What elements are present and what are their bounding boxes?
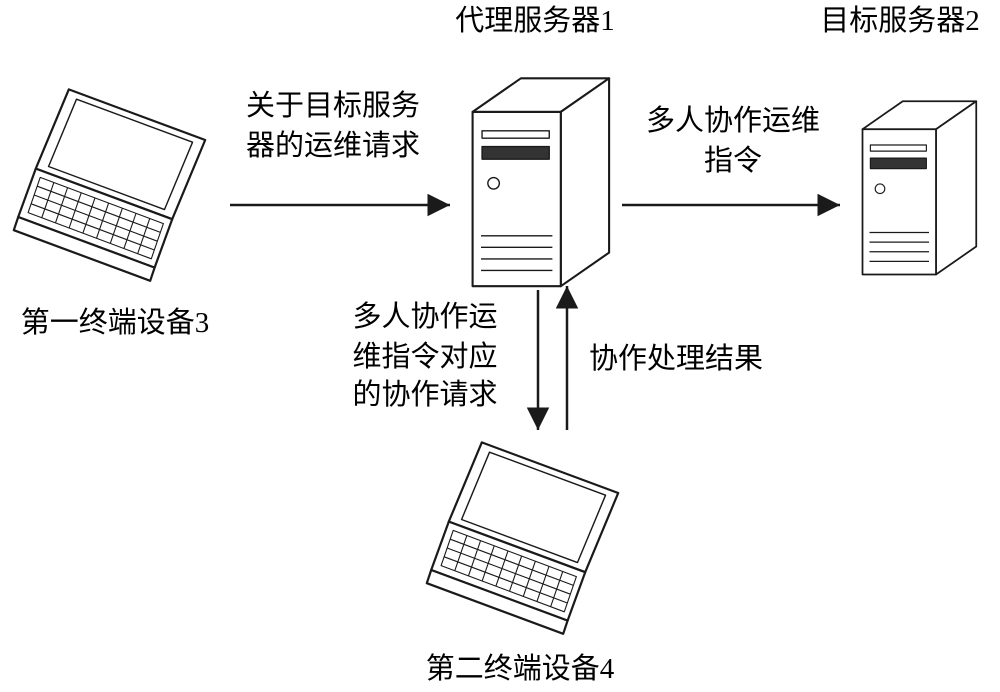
edge-label-line: 器的运维请求 [246, 129, 420, 162]
edge-label-line: 多人协作运维 [646, 104, 820, 137]
edge-label-collab-request: 多人协作运 维指令对应 的协作请求 [352, 300, 497, 411]
edge-label-collab-result: 协作处理结果 [589, 342, 763, 375]
terminal1-label: 第一终端设备3 [21, 306, 210, 339]
terminal2-laptop-icon [425, 441, 620, 635]
edge-label-line: 的协作请求 [352, 378, 497, 411]
edge-label-ops-instruction: 多人协作运维 指令 [646, 104, 820, 177]
edge-label-line: 指令 [704, 144, 762, 177]
terminal2-label: 第二终端设备4 [426, 652, 615, 685]
edge-label-line: 关于目标服务 [246, 89, 420, 122]
terminal1-laptop-icon [12, 88, 207, 282]
target-server-title: 目标服务器2 [820, 4, 980, 37]
edge-label-line: 维指令对应 [352, 340, 497, 373]
proxy-server-icon [471, 77, 611, 288]
target-server-icon [861, 100, 978, 276]
edge-label-line: 多人协作运 [352, 300, 497, 333]
edge-label-request-to-proxy: 关于目标服务 器的运维请求 [246, 89, 420, 162]
proxy-server-title: 代理服务器1 [455, 4, 615, 37]
